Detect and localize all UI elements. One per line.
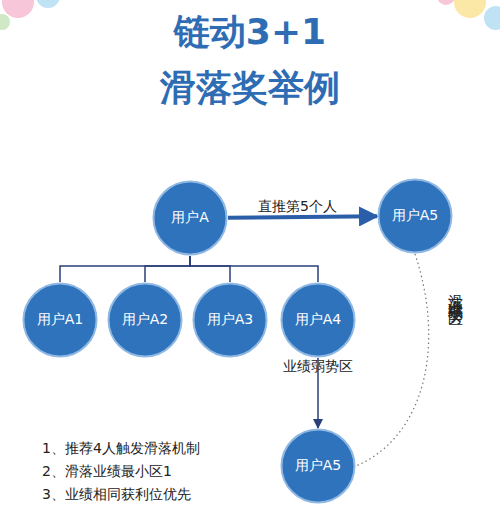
rule-note: 2、滑落业绩最小区1 (42, 463, 172, 481)
connector (60, 256, 190, 282)
connector (190, 256, 318, 282)
rule-note: 1、推荐4人触发滑落机制 (42, 440, 200, 458)
user-circle: 用户A5 (280, 428, 356, 504)
connector (145, 256, 190, 282)
connector (190, 256, 230, 282)
node-label: 用户A (152, 180, 228, 256)
node-label: 用户A4 (280, 282, 356, 358)
connector (228, 216, 377, 217)
edge-label: 直推第5个人 (258, 198, 337, 216)
deco-bubble (484, 6, 500, 30)
rule-note: 3、业绩相同获利位优先 (42, 486, 191, 504)
user-circle: 用户A1 (22, 282, 98, 358)
node-label: 用户A3 (192, 282, 268, 358)
edge-label: 滑落业绩弱势区 (446, 282, 465, 303)
user-circle: 用户A2 (107, 282, 183, 358)
deco-bubble (454, 0, 486, 18)
user-circle: 用户A3 (192, 282, 268, 358)
node-label: 用户A1 (22, 282, 98, 358)
user-circle: 用户A4 (280, 282, 356, 358)
deco-bubble (0, 14, 10, 30)
user-circle: 用户A5 (377, 178, 453, 254)
dotted-connector (356, 254, 429, 466)
node-label: 用户A2 (107, 282, 183, 358)
deco-bubble (36, 0, 60, 8)
deco-bubble (437, 0, 455, 5)
user-circle: 用户A (152, 180, 228, 256)
deco-bubble (2, 0, 34, 18)
diagram-title: 链动3+1 滑落奖举例 (110, 4, 390, 116)
node-label: 用户A5 (280, 428, 356, 504)
node-label: 用户A5 (377, 178, 453, 254)
zone-note: 业绩弱势区 (283, 358, 353, 376)
